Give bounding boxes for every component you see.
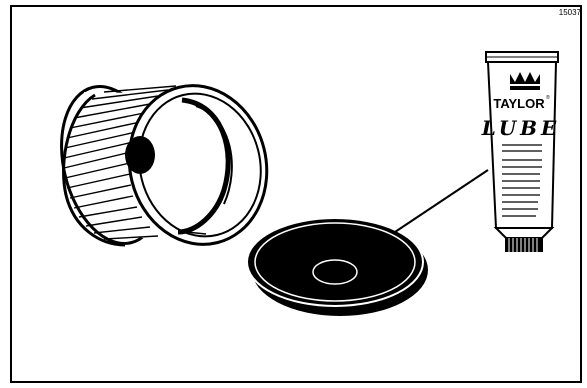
figure-border	[10, 5, 582, 383]
crown-logo	[510, 72, 540, 90]
tube-brand-label: TAYLOR	[493, 96, 545, 111]
lube-leader-line	[394, 169, 489, 233]
figure-number: 15037	[558, 8, 581, 17]
knurled-cap	[60, 84, 269, 248]
lube-tube: TAYLOR ® LUBE	[481, 51, 561, 252]
tube-product-label: LUBE	[481, 116, 561, 140]
registered-mark: ®	[546, 94, 550, 101]
gasket-disc	[246, 217, 428, 316]
